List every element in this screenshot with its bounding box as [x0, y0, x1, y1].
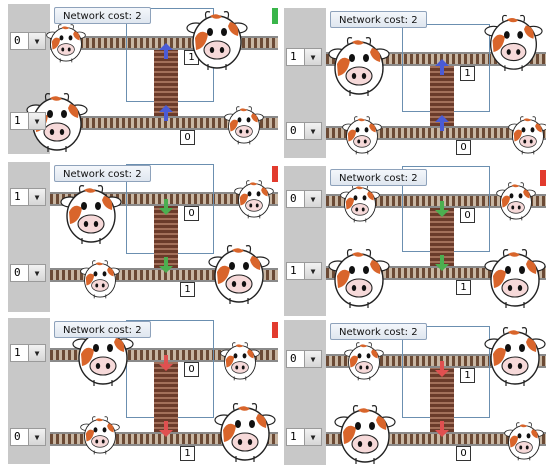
chevron-down-icon[interactable]: ▼	[28, 265, 45, 281]
cow-icon	[334, 402, 396, 465]
top-line-selector[interactable]: 1▼	[286, 48, 322, 66]
network-cost-label: Network cost: 2	[54, 321, 151, 338]
selector-value: 1	[290, 264, 297, 277]
top-track-count: 1	[460, 66, 475, 81]
selector-value: 0	[14, 266, 21, 279]
network-cost-label: Network cost: 2	[54, 7, 151, 24]
chevron-down-icon[interactable]: ▼	[28, 113, 45, 129]
network-cost-label: Network cost: 2	[330, 323, 427, 340]
bottom-line-selector[interactable]: 1▼	[286, 428, 322, 446]
selector-value: 0	[290, 352, 297, 365]
top-line-selector[interactable]: 1▼	[10, 344, 46, 362]
bottom-track-count: 0	[456, 140, 471, 155]
top-line-selector[interactable]: 0▼	[10, 32, 46, 50]
down-arrow-icon	[158, 198, 174, 216]
cow-icon	[508, 114, 546, 158]
bottom-track-count: 1	[456, 280, 471, 295]
network-cost-label: Network cost: 2	[330, 169, 427, 186]
selector-value: 0	[14, 430, 21, 443]
up-arrow-icon	[434, 114, 450, 132]
chevron-down-icon[interactable]: ▼	[28, 33, 45, 49]
cow-icon	[484, 246, 546, 314]
cow-icon	[220, 340, 260, 386]
up-arrow-icon	[158, 42, 174, 60]
cow-icon	[80, 258, 120, 304]
cow-icon	[208, 242, 270, 310]
cow-icon	[484, 12, 543, 77]
bottom-line-selector[interactable]: 1▼	[10, 112, 46, 130]
selector-value: 0	[14, 34, 21, 47]
selector-value: 0	[290, 192, 297, 205]
down-arrow-icon	[158, 354, 174, 372]
chevron-down-icon[interactable]: ▼	[304, 123, 321, 139]
cow-icon	[504, 420, 544, 465]
selector-value: 1	[14, 190, 21, 203]
bottom-line-selector[interactable]: 0▼	[286, 122, 322, 140]
selector-value: 1	[14, 346, 21, 359]
down-arrow-icon	[434, 360, 450, 378]
selector-value: 1	[290, 50, 297, 63]
top-track-count: 0	[184, 362, 199, 377]
bottom-line-selector[interactable]: 0▼	[10, 428, 46, 446]
down-arrow-icon	[434, 254, 450, 272]
cow-icon	[234, 178, 274, 224]
selector-value: 1	[14, 114, 21, 127]
top-line-selector[interactable]: 0▼	[286, 190, 322, 208]
chevron-down-icon[interactable]: ▼	[304, 49, 321, 65]
selector-value: 0	[290, 124, 297, 137]
top-line-selector[interactable]: 1▼	[10, 188, 46, 206]
panel-sidebar	[8, 162, 50, 312]
bottom-line-selector[interactable]: 1▼	[286, 262, 322, 280]
up-arrow-icon	[158, 104, 174, 122]
down-arrow-icon	[434, 200, 450, 218]
chevron-down-icon[interactable]: ▼	[304, 191, 321, 207]
chevron-down-icon[interactable]: ▼	[304, 351, 321, 367]
top-track-count: 0	[460, 208, 475, 223]
chevron-down-icon[interactable]: ▼	[28, 345, 45, 361]
cow-icon	[214, 400, 276, 464]
network-cost-label: Network cost: 2	[54, 165, 151, 182]
status-indicator	[272, 322, 278, 338]
cow-icon	[342, 114, 382, 158]
down-arrow-icon	[158, 420, 174, 438]
bottom-track-count: 1	[180, 446, 195, 461]
top-line-selector[interactable]: 0▼	[286, 350, 322, 368]
up-arrow-icon	[434, 58, 450, 76]
network-cost-label: Network cost: 2	[330, 11, 427, 28]
bottom-track-count: 0	[180, 130, 195, 145]
cow-icon	[186, 8, 248, 76]
cow-icon	[484, 324, 546, 392]
top-track-count: 0	[184, 206, 199, 221]
selector-value: 1	[290, 430, 297, 443]
cow-icon	[344, 340, 384, 386]
chevron-down-icon[interactable]: ▼	[28, 189, 45, 205]
cow-icon	[496, 180, 536, 226]
status-indicator	[272, 8, 278, 24]
top-track-count: 1	[460, 368, 475, 383]
cow-icon	[80, 414, 120, 460]
bottom-track-count: 1	[180, 282, 195, 297]
down-arrow-icon	[434, 420, 450, 438]
bottom-track-count: 0	[456, 446, 471, 461]
cow-icon	[328, 246, 390, 314]
chevron-down-icon[interactable]: ▼	[304, 263, 321, 279]
status-indicator	[540, 170, 546, 186]
chevron-down-icon[interactable]: ▼	[28, 429, 45, 445]
cow-icon	[224, 104, 264, 150]
cow-icon	[340, 182, 380, 228]
chevron-down-icon[interactable]: ▼	[304, 429, 321, 445]
cow-icon	[328, 34, 390, 102]
bottom-line-selector[interactable]: 0▼	[10, 264, 46, 282]
cow-icon	[60, 182, 122, 250]
cow-icon	[46, 22, 86, 68]
down-arrow-icon	[158, 256, 174, 274]
panel-sidebar	[284, 166, 326, 316]
status-indicator	[272, 166, 278, 182]
